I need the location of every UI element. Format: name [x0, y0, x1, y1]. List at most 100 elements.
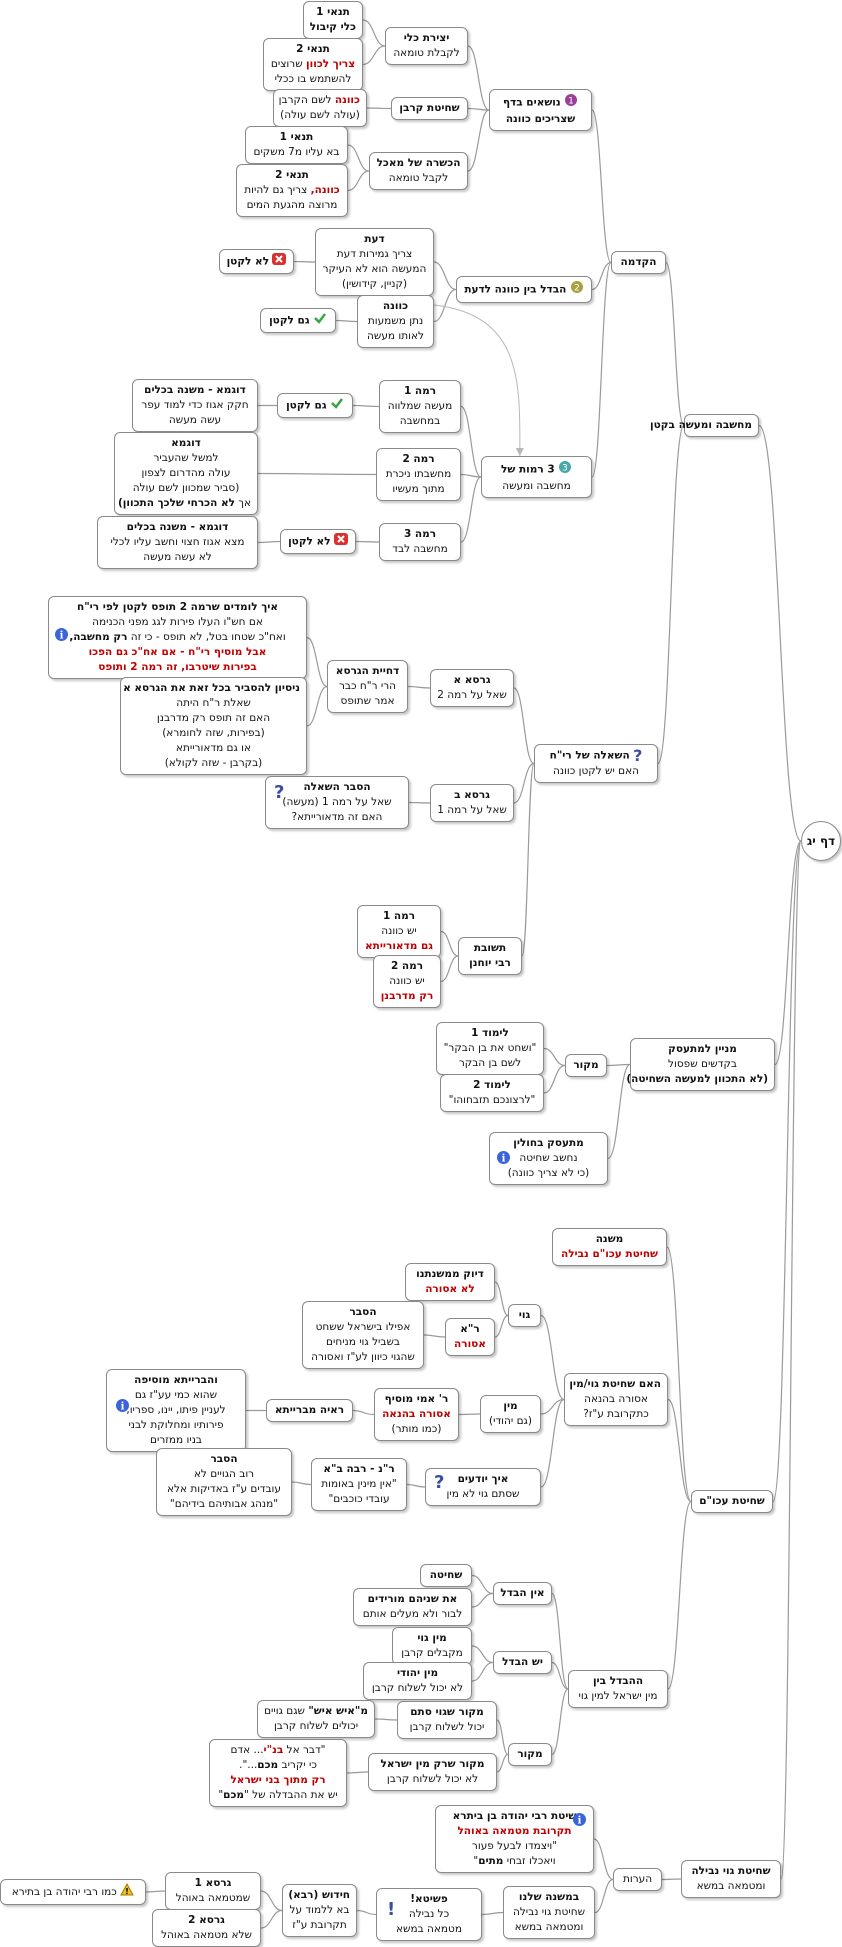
level-1-node[interactable]: רמה 1 מעשה שמלווה במחשבה — [379, 380, 461, 433]
warning-icon: ! — [120, 1882, 135, 1901]
vessel-condition-2[interactable]: תנאי 2 צריך לכוון שרוצים להשתמש בו ככלי — [263, 38, 363, 91]
level-2-example[interactable]: דוגמא למשל שהעביר עולה מהדרום לצפון (סבי… — [114, 432, 258, 515]
gentile-node[interactable]: גוי — [508, 1304, 541, 1327]
obvious-node[interactable]: ! פשיטא! כל נבילה מטמאה במשא — [376, 1888, 482, 1941]
levels-node[interactable]: 3 3 רמות של מחשבה ומעשה — [481, 456, 592, 498]
inference-node[interactable]: דיוק ממשנתנו לא אסורה — [405, 1263, 495, 1301]
braita-node[interactable]: i והברייתא מוסיפה שהוא כמי עע"ז גם לעניי… — [106, 1369, 246, 1452]
ryb-text: "ויצמדו לבעל פעור — [471, 1840, 558, 1852]
topics-node[interactable]: 1 נושאים בדף שצריכים כוונה — [489, 89, 592, 131]
ryb-node[interactable]: i שיטת רבי יהודה בן ביתרא תקרובת מטמאה ב… — [435, 1805, 594, 1873]
source-gentile-verse[interactable]: מ"איש איש" שגם גויים יכולים לשלוח קרבן — [257, 1700, 375, 1738]
intention-node[interactable]: כוונה נתן משמעות לאותו מעשה — [357, 295, 434, 348]
no-difference-node[interactable]: אין הבדל — [493, 1582, 552, 1605]
branch-akum[interactable]: שחיטת עכו"ם — [691, 1490, 773, 1513]
knowledge-tag[interactable]: לא לקטן — [219, 249, 294, 274]
learning-2-node[interactable]: לימוד 2 "לרצונכם תזבחוהו" — [440, 1074, 544, 1112]
rabbi-ami-node[interactable]: ר' אמי מוסיף אסורה בהנאה (כמו מותר) — [374, 1388, 459, 1441]
connector-root-b3 — [772, 840, 802, 1503]
level-1-example[interactable]: דוגמא - משנה בכלים חקק אגוז כדי למוד עפר… — [132, 379, 258, 432]
sacrifice-condition[interactable]: כוונה לשם הקרבן (עולה לשם עולה) — [273, 89, 367, 127]
learning-1-node[interactable]: לימוד 1 "ושחט את בן הבקר" לשם בן הבקר — [436, 1022, 544, 1075]
version-a-node[interactable]: גרסא א שאל על רמה 2 — [430, 669, 514, 707]
connector-b2-mak — [606, 1063, 631, 1067]
connector-kav-kavT — [335, 319, 358, 323]
novelty-node[interactable]: חידוש (רבא) בא ללמוד על תקרובת ע"ז — [282, 1884, 357, 1937]
question-explanation[interactable]: ? הסבר השאלה שאל על רמה 1 (מעשה) האם זה … — [265, 776, 409, 829]
connector-mk-mka — [496, 1719, 509, 1756]
source-node[interactable]: מקור — [565, 1054, 607, 1077]
knowledge-node[interactable]: דעת צריך גמירות דעת המעשה הוא לא העיקר (… — [315, 228, 434, 296]
level-3-node[interactable]: רמה 3 מחשבה לבד — [379, 523, 461, 561]
proof-node[interactable]: ראיה מברייתא — [266, 1399, 353, 1422]
vessel-node[interactable]: יצירת כלי לקבלת טומאה — [385, 27, 468, 65]
source-jewish-verse[interactable]: "דבר אל בנ"י... אדם כי יקריב מכם...". רק… — [209, 1739, 347, 1807]
branch-nevela[interactable]: שחיטת גוי נבילה ומטמאה במשא — [681, 1860, 781, 1898]
rejection-info[interactable]: i איך לומדים שרמה 2 תופס לקטן לפי רי"ח א… — [48, 596, 307, 679]
rejection-node[interactable]: דחיית הגרסא הרי ר"ח כבר אמר שתופס — [327, 660, 408, 713]
source-gentile-node[interactable]: מקור שגוי סתם יכול לשלוח קרבן — [397, 1701, 497, 1739]
level-1-tag[interactable]: גם לקטן — [277, 393, 353, 418]
both-node[interactable]: את שניהם מורידים לבור ולא מעלים אותם — [353, 1588, 472, 1626]
intention-tag[interactable]: גם לקטן — [260, 308, 336, 333]
intro-node[interactable]: הקדמה — [611, 251, 666, 274]
attempt-node[interactable]: ניסיון להסביר בכל זאת את הגרסא א שאלת ר"… — [120, 677, 307, 775]
gentile-heretic-node[interactable]: מין גוי מקבלים קרבן — [392, 1627, 472, 1665]
yes-difference-label: יש הבדל — [502, 1656, 543, 1668]
food-condition-2[interactable]: תנאי 2 כוונה, צריך גם להיות מרוצה מהגעת … — [236, 164, 348, 217]
connector-lev-r3 — [460, 476, 482, 543]
learning-title: לימוד 1 — [471, 1027, 509, 1039]
rav-nachman-explanation[interactable]: הסבר רוב הגויים לא עובדים ע"ז באדיקות אל… — [156, 1448, 292, 1516]
connector-mkb-mkbX — [346, 1771, 369, 1774]
question-node[interactable]: ? השאלה של רי"ח האם יש לקטן כוונה — [534, 744, 658, 783]
how-know-node[interactable]: ? איך יודעים שסתם גוי לא מין — [425, 1468, 541, 1506]
vessel-condition-1[interactable]: תנאי 1 כלי קיבול — [303, 1, 363, 39]
rav-nachman-node[interactable]: ר"נ - רבה ב"א "אין מינין באומות עובדי כו… — [311, 1458, 407, 1511]
akum-question-node[interactable]: האם שחיטת גוי/מין אסורה בהנאה כתקרובת ע"… — [564, 1373, 668, 1426]
branch-mitasek[interactable]: מניין למתעסק בקדשים שפסול (לא התכוון למע… — [626, 1038, 775, 1091]
novelty-version-1[interactable]: גרסא 1 שמטמאה באוהל — [165, 1872, 261, 1910]
answer-level-1[interactable]: רמה 1 יש כוונה גם מדאורייתא — [357, 905, 441, 958]
connector-och-och1 — [347, 144, 370, 172]
level-2-node[interactable]: רמה 2 מחשבתו ניכרת מתוך מעשיו — [376, 448, 461, 501]
jewish-heretic-node[interactable]: מין יהודי לא יכול לשלוח קרבן — [363, 1662, 472, 1700]
mishna-node[interactable]: משנה שחיטת עכו"ם נבילה — [552, 1228, 667, 1266]
chulin-node[interactable]: i מתעסק בחולין נחשב שחיטה (כי לא צריך כו… — [489, 1132, 608, 1185]
level-3-tag[interactable]: לא לקטן — [280, 529, 356, 554]
difference-min-node[interactable]: ההבדל בין מין ישראל למין גוי — [568, 1670, 668, 1708]
notes-node[interactable]: הערות — [613, 1868, 662, 1891]
answer-level-title: רמה 2 — [390, 960, 424, 972]
level-3-example[interactable]: דוגמא - משנה בכלים מצא אגוז חצוי וחשב על… — [97, 516, 258, 569]
novelty-version-2[interactable]: גרסא 2 שלא מטמאה באוהל — [152, 1909, 261, 1947]
heretic-node[interactable]: מין (גם יהודי) — [480, 1395, 541, 1433]
yes-difference-node[interactable]: יש הבדל — [493, 1651, 552, 1674]
food-node[interactable]: הכשרה של מאכל לקבל טומאה — [369, 152, 468, 190]
source-jewish-node[interactable]: מקור שרק מין ישראל לא יכול לשלוח קרבן — [368, 1753, 497, 1791]
food-condition-1[interactable]: תנאי 1 בא עליו מ7 משקים — [245, 126, 348, 164]
connector-r3-r3T — [355, 540, 380, 543]
condition-text: צריך גם להיות — [244, 184, 311, 196]
condition-text-2: מרוצה מהגעת המים — [246, 199, 338, 211]
slaughter-node[interactable]: שחיטה — [420, 1564, 472, 1587]
source-diff-node[interactable]: מקור — [508, 1743, 552, 1766]
akum-question-text-2: כתקרובת ע"ז? — [583, 1408, 649, 1420]
connector-b4-not — [661, 1878, 682, 1881]
version-b-node[interactable]: גרסא ב שאל על רמה 1 — [430, 784, 514, 822]
sacrifice-node[interactable]: שחיטת קרבן — [391, 97, 468, 120]
tag-label: לא לקטן — [226, 255, 270, 268]
difference-node[interactable]: 2 הבדל בין כוונה לדעת — [456, 276, 592, 303]
root-node[interactable]: דף יג — [801, 821, 841, 861]
warning-note[interactable]: ! כמו רבי יהודה בן בתירא — [0, 1879, 146, 1905]
branch-thought-deed[interactable]: מחשבה ומעשה בקטן — [650, 414, 759, 437]
our-mishna-node[interactable]: במשנה שלנו שחיטת גוי נבילה ומטמאה במשא — [503, 1886, 595, 1939]
connector-hak-lev — [591, 261, 612, 478]
info-icon: i — [496, 1150, 511, 1170]
answer-node[interactable]: תשובת רבי יוחנן — [458, 937, 522, 975]
akum-question-text: אסורה בהנאה — [584, 1393, 648, 1405]
connector-none-shc — [471, 1574, 494, 1595]
rabbi-eliezer-explanation[interactable]: הסבר אפילו בישראל ששחט בשביל גוי מניחים … — [302, 1301, 424, 1369]
our-mishna-title: במשנה שלנו — [518, 1891, 580, 1903]
answer-level-2[interactable]: רמה 2 יש כוונה רק מדרבנן — [373, 955, 441, 1008]
branch-label: מחשבה ומעשה בקטן — [650, 419, 752, 431]
rabbi-eliezer-node[interactable]: ר"א אסורה — [445, 1318, 495, 1356]
